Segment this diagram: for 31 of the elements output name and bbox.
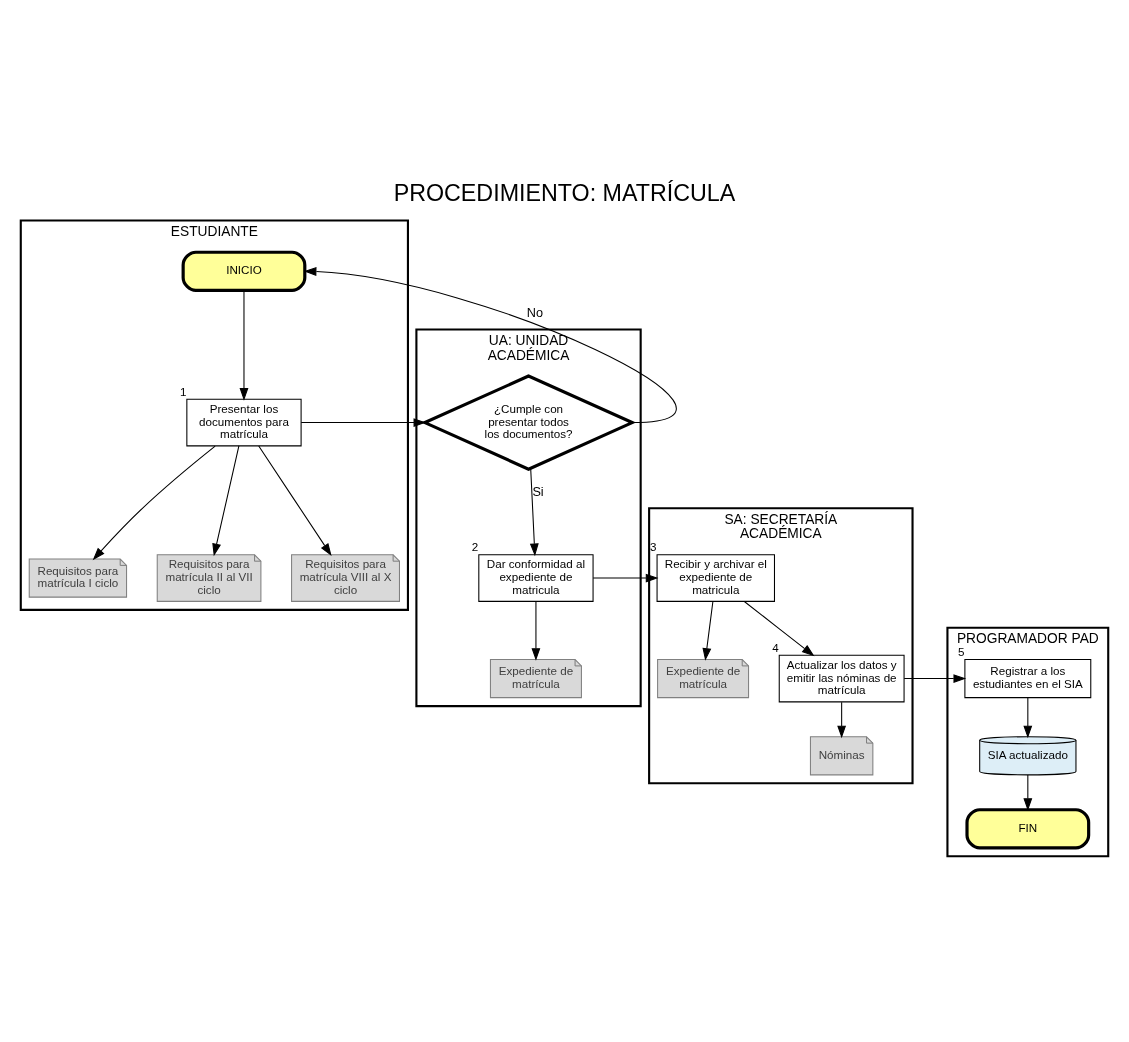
node-box: Actualizar los datos y emitir las nóminas de matrícula (778, 654, 905, 702)
node-label: 5 (957, 644, 965, 658)
node-diamond: ¿Cumple con presentar todos los documentos? (421, 373, 637, 471)
arrow (92, 445, 216, 560)
node-label: 3 (650, 539, 657, 553)
arrow (1023, 774, 1033, 811)
arrow (1023, 696, 1033, 738)
node-box: Dar conformidad al expediente de matricula (478, 553, 594, 602)
node-box: Registrar a los estudiantes en el SIA (964, 658, 1092, 698)
node-label: 1 (179, 384, 187, 398)
arrow (903, 673, 967, 683)
diagram-title: PROCEDIMIENTO: MATRÍCULA (393, 179, 736, 206)
arrow (702, 600, 714, 661)
node-label: 2 (471, 539, 479, 553)
node-box: Presentar los documentos para matrícula (186, 398, 302, 446)
arrow (239, 289, 249, 401)
arrow (212, 444, 240, 556)
arrow (529, 467, 539, 556)
arrow (300, 417, 427, 427)
arrow (531, 600, 541, 661)
arrow (303, 266, 677, 423)
node-box: FIN (965, 807, 1091, 849)
node-box: Recibir y archivar el expediente de matricula (656, 553, 775, 602)
arrow (743, 600, 815, 656)
edge-label: Si (532, 484, 544, 499)
arrow (258, 444, 332, 556)
edge-label: No (526, 305, 543, 320)
arrow (837, 701, 847, 738)
node-box: INICIO (181, 250, 307, 292)
node-label: 4 (772, 640, 779, 654)
arrow (592, 573, 659, 583)
